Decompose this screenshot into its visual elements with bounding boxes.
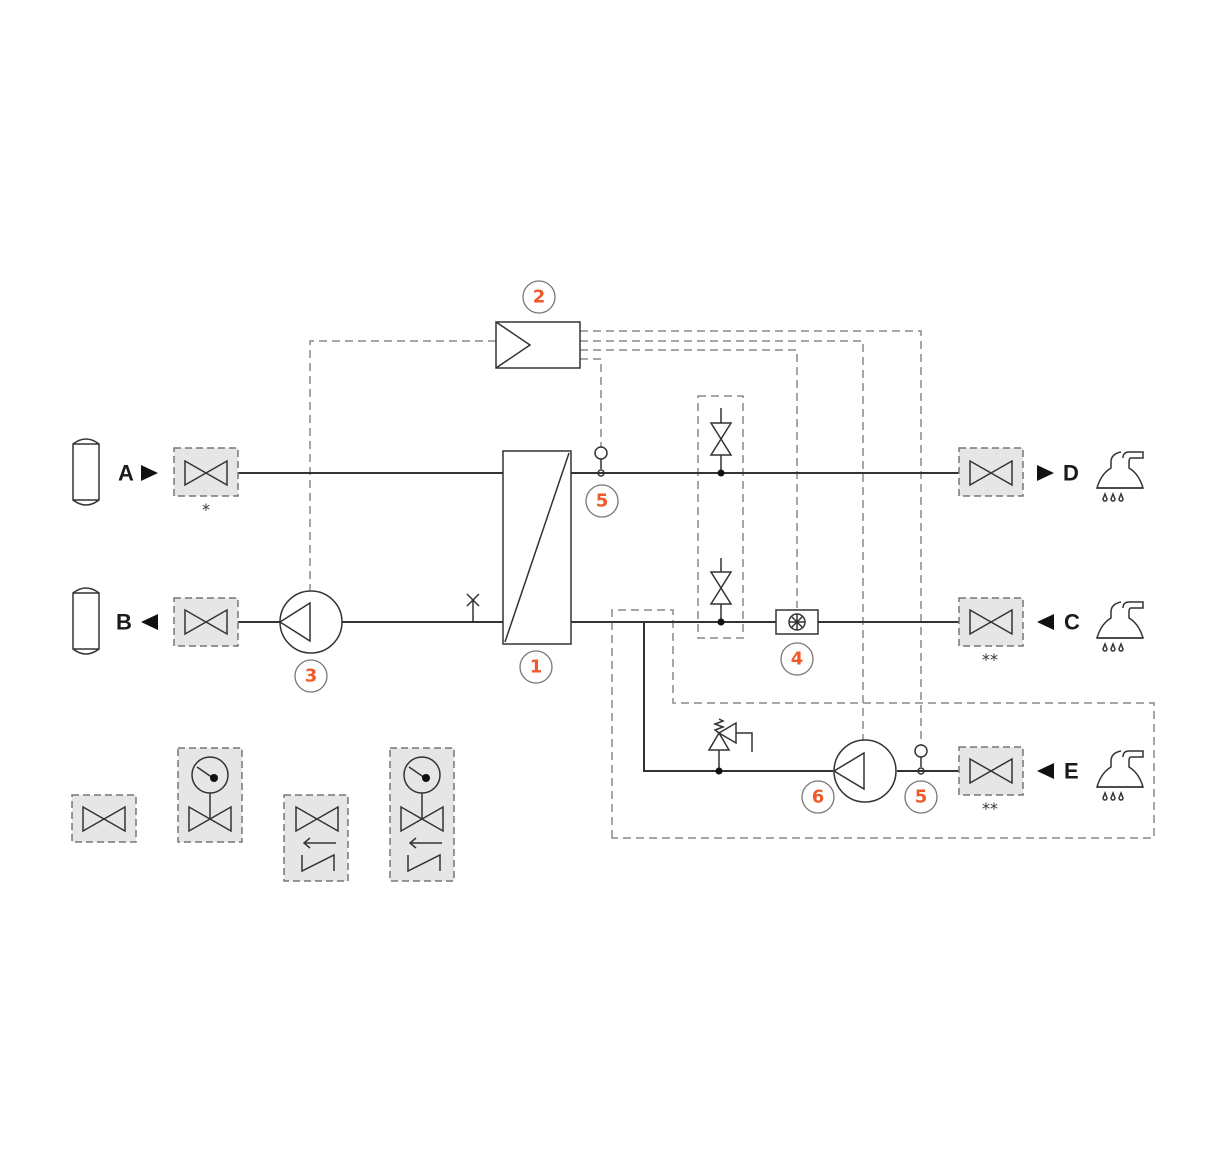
arrow-left-icon — [1037, 614, 1054, 630]
svg-text:5: 5 — [596, 491, 609, 512]
valve-b[interactable] — [173, 597, 239, 647]
svg-text:5: 5 — [915, 787, 928, 808]
temperature-sensor-return[interactable] — [914, 744, 928, 775]
air-vent-icon — [466, 593, 480, 622]
port-label-a: A — [118, 461, 134, 486]
signal-controller-to-pump-3 — [309, 340, 496, 590]
callout-4: 4 — [780, 642, 814, 676]
circulation-group-box — [611, 609, 1155, 839]
legend-valve-with-gauge-and-check — [389, 747, 455, 882]
valve-d[interactable] — [958, 447, 1024, 497]
pump-3[interactable] — [278, 590, 343, 654]
temperature-sensor-outlet[interactable] — [594, 446, 608, 477]
svg-text:4: 4 — [791, 649, 804, 670]
callout-1: 1 — [519, 650, 553, 684]
pump-6[interactable] — [832, 739, 897, 803]
tank-a — [72, 438, 100, 506]
port-label-d: D — [1063, 461, 1079, 486]
heat-exchanger[interactable] — [502, 450, 572, 645]
signal-lines — [309, 330, 1155, 839]
legend-shutoff-valve — [71, 794, 137, 843]
callout-5-outlet: 5 — [585, 484, 619, 518]
svg-text:1: 1 — [530, 657, 543, 678]
svg-text:2: 2 — [533, 287, 546, 308]
note-e: ** — [982, 799, 998, 818]
shower-icon — [1096, 451, 1144, 502]
callout-2: 2 — [522, 280, 556, 314]
signal-controller-to-sensor-5b — [580, 330, 922, 745]
port-label-c: C — [1064, 610, 1080, 635]
shower-icon — [1096, 601, 1144, 652]
shower-icon — [1096, 750, 1144, 801]
callout-3: 3 — [294, 659, 328, 693]
arrow-right-icon — [1037, 465, 1054, 481]
pipe-circulation-branch — [643, 622, 833, 772]
arrow-left-icon — [141, 614, 158, 630]
safety-valve[interactable] — [707, 718, 753, 775]
pipes — [238, 472, 959, 772]
arrow-left-icon — [1037, 763, 1054, 779]
arrow-right-icon — [141, 465, 158, 481]
svg-text:6: 6 — [812, 787, 825, 808]
controller[interactable] — [495, 321, 581, 369]
port-label-e: E — [1064, 759, 1079, 784]
signal-controller-to-flowmeter — [580, 349, 798, 608]
svg-text:3: 3 — [305, 666, 318, 687]
bypass-group-box — [697, 395, 744, 639]
flow-meter[interactable] — [775, 609, 819, 635]
signal-controller-to-sensor-5a — [580, 358, 602, 447]
tank-b — [72, 587, 100, 655]
callout-5-return: 5 — [904, 780, 938, 814]
port-label-b: B — [116, 610, 132, 635]
note-a: * — [202, 500, 210, 519]
note-c: ** — [982, 650, 998, 669]
callout-6: 6 — [801, 780, 835, 814]
legend-valve-with-check — [283, 794, 349, 882]
bypass-valve-lower[interactable] — [709, 558, 733, 626]
valve-c[interactable] — [958, 597, 1024, 647]
legend-valve-with-gauge — [177, 747, 243, 843]
valve-e[interactable] — [958, 746, 1024, 796]
bypass-valve-upper[interactable] — [709, 408, 733, 477]
valve-a[interactable] — [173, 447, 239, 497]
signal-controller-to-pump-6 — [580, 340, 864, 740]
